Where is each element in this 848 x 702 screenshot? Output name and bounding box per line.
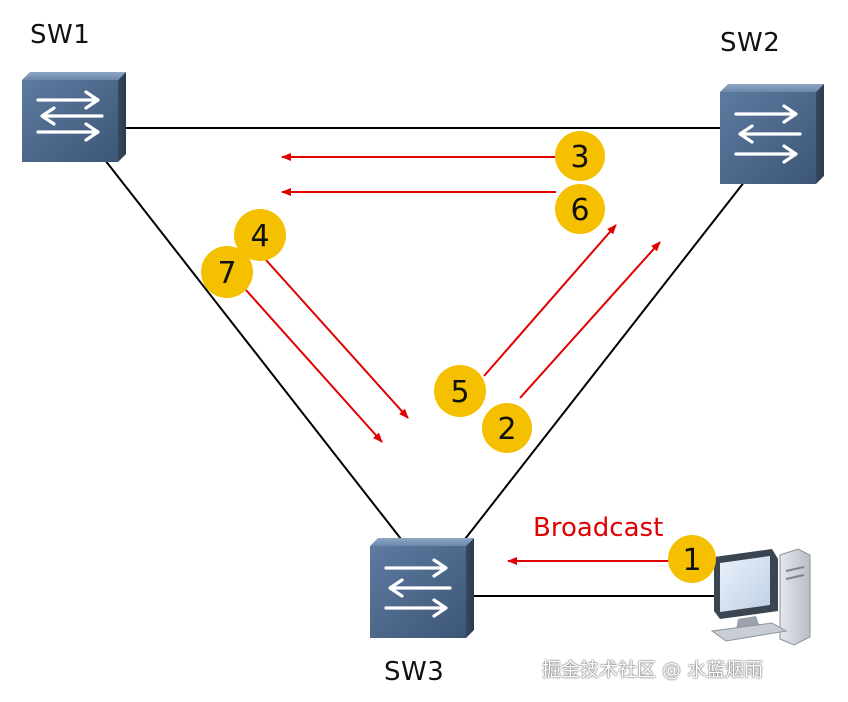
svg-text:3: 3 xyxy=(570,140,589,175)
svg-text:4: 4 xyxy=(250,219,269,254)
switch-sw2-icon[interactable] xyxy=(720,84,824,184)
broadcast-label: Broadcast xyxy=(533,513,663,543)
frame-arrow-7 xyxy=(245,289,383,443)
step-marker-1: 1 xyxy=(668,535,716,583)
step-marker-3: 3 xyxy=(555,131,605,181)
frame-arrow-4 xyxy=(265,259,409,419)
svg-text:7: 7 xyxy=(217,256,236,291)
step-marker-5: 5 xyxy=(434,365,486,417)
step-marker-4: 4 xyxy=(234,209,286,261)
switch-sw2-label: SW2 xyxy=(720,28,781,58)
frame-arrow-5 xyxy=(483,224,617,377)
svg-text:2: 2 xyxy=(497,412,516,447)
svg-text:1: 1 xyxy=(682,543,701,578)
svg-text:6: 6 xyxy=(570,193,589,228)
watermark: 掘金技术社区 @ 水蓝烟雨 xyxy=(542,659,764,681)
switch-sw3-label: SW3 xyxy=(384,657,445,687)
step-marker-6: 6 xyxy=(555,184,605,234)
link-sw1-sw3 xyxy=(104,159,409,549)
step-marker-7: 7 xyxy=(201,246,253,298)
frame-arrow-2 xyxy=(519,241,661,399)
step-marker-2: 2 xyxy=(482,403,532,453)
svg-text:5: 5 xyxy=(450,375,469,410)
switch-sw1-icon[interactable] xyxy=(22,72,126,162)
switch-sw1-label: SW1 xyxy=(30,20,91,50)
switch-sw3-icon[interactable] xyxy=(370,538,474,638)
pc-host-icon[interactable] xyxy=(710,548,811,646)
link-sw2-sw3 xyxy=(457,171,753,549)
